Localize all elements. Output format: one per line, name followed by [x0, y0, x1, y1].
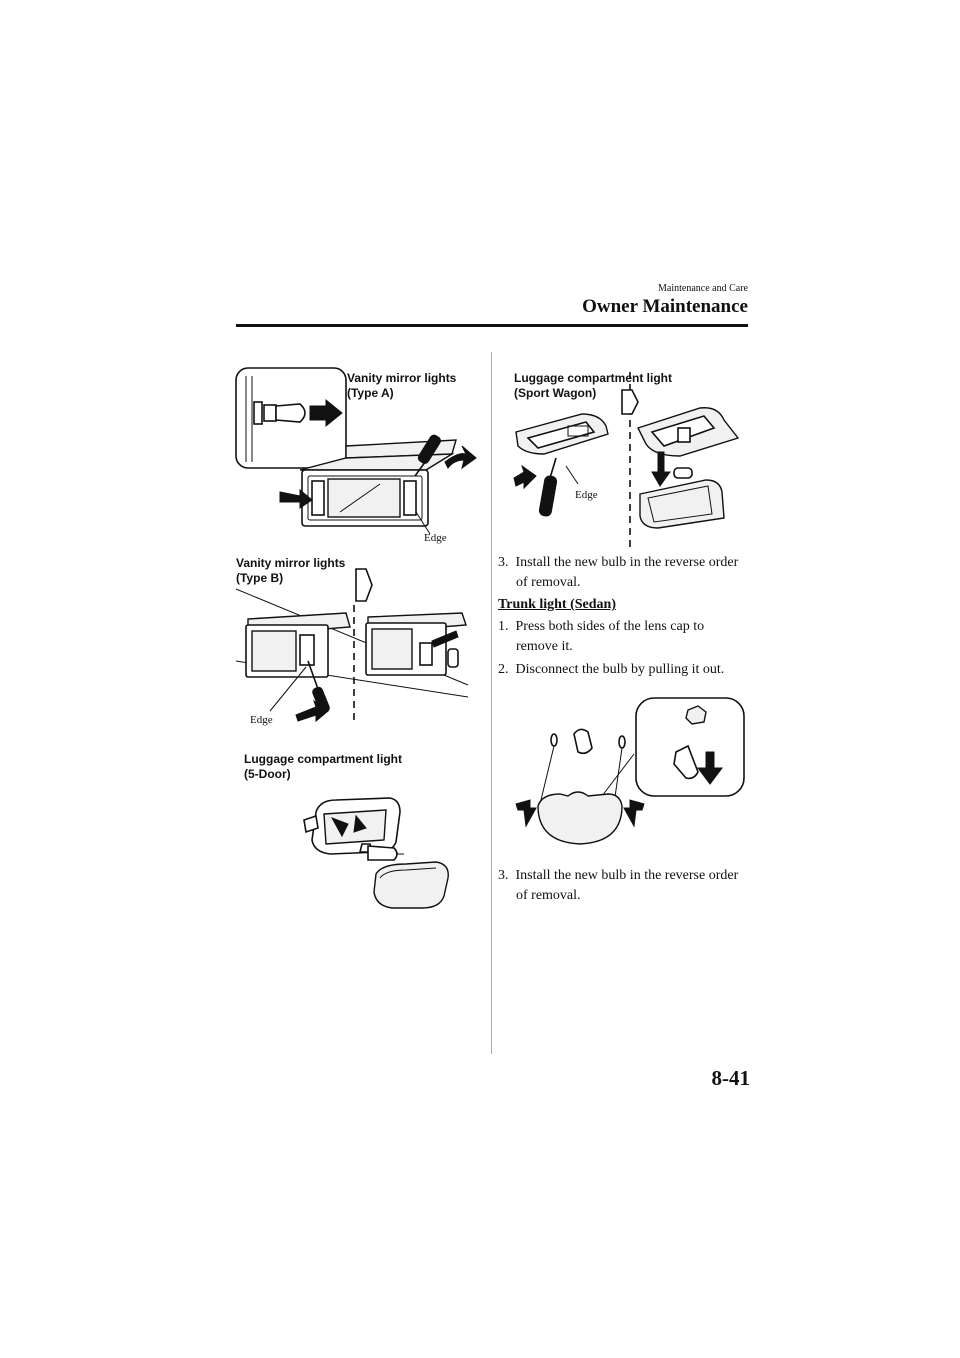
arrow-icon	[515, 799, 537, 828]
arrow-icon	[513, 464, 537, 490]
section-title: Maintenance and Care	[658, 283, 748, 294]
luggage-light-5door-illustration	[303, 797, 449, 909]
arrow-icon	[697, 751, 723, 785]
bulb-icon	[447, 648, 459, 668]
luggage-light-wagon-illustration	[513, 372, 740, 548]
step-install-reverse-1: 3. Install the new bulb in the reverse o…	[498, 555, 739, 590]
header-rule	[236, 324, 748, 327]
bulb-icon	[573, 728, 593, 755]
arrow-icon	[444, 445, 477, 470]
arrow-icon	[621, 389, 639, 415]
vanity-mirror-type-b-illustration	[235, 568, 469, 725]
bulb-icon	[673, 744, 699, 780]
figure-label-luggage-wagon: Luggage compartment light (Sport Wagon)	[514, 371, 673, 400]
vanity-mirror-type-a-illustration	[235, 367, 477, 535]
step-disconnect-bulb: 2. Disconnect the bulb by pulling it out…	[498, 662, 725, 677]
arrow-icon	[355, 568, 373, 602]
figure-label-vanity-a: Vanity mirror lights (Type A)	[347, 371, 457, 400]
bulb-icon	[358, 843, 404, 861]
arrow-icon	[651, 451, 671, 487]
screwdriver-icon	[538, 457, 558, 517]
edge-label-luggage-wagon: Edge	[575, 489, 598, 501]
screwdriver-icon	[414, 434, 442, 477]
trunk-light-illustration	[515, 697, 745, 845]
trunk-light-heading: Trunk light (Sedan)	[498, 597, 616, 612]
step-install-reverse-2: 3. Install the new bulb in the reverse o…	[498, 868, 739, 903]
step-press-lens-cap: 1. Press both sides of the lens cap to r…	[498, 619, 705, 654]
figure-label-vanity-b: Vanity mirror lights (Type B)	[236, 556, 346, 585]
column-divider	[491, 352, 492, 1054]
page-number: 8-41	[711, 1066, 751, 1090]
figure-label-luggage-5door: Luggage compartment light (5-Door)	[244, 752, 403, 781]
arrow-icon	[623, 799, 645, 828]
bulb-icon	[673, 467, 693, 479]
arrow-icon	[279, 488, 313, 509]
arrow-icon	[431, 630, 459, 648]
bulb-icon	[263, 403, 306, 423]
page-title: Owner Maintenance	[582, 296, 748, 317]
arrow-icon	[309, 398, 343, 428]
edge-label-vanity-b: Edge	[250, 714, 273, 726]
edge-label-vanity-a: Edge	[424, 532, 447, 544]
arrow-icon	[295, 699, 329, 723]
